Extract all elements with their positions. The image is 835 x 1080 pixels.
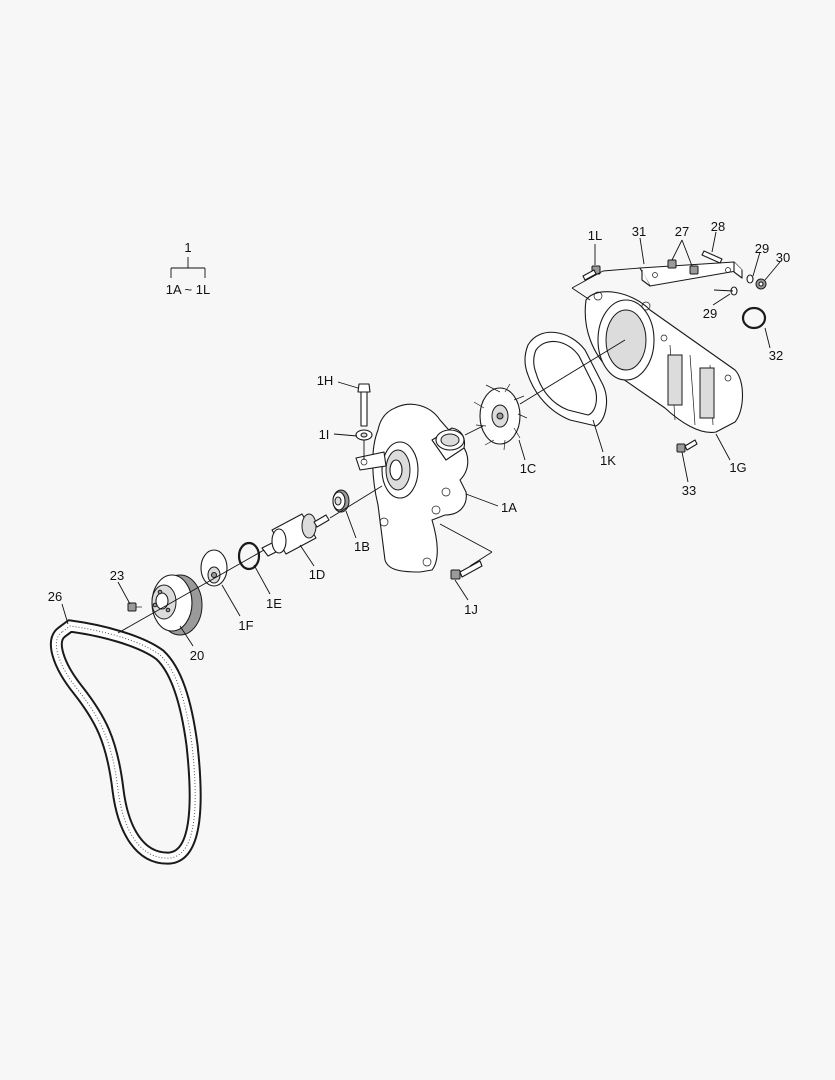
assembly-number: 1 [184, 240, 191, 255]
housing-bolt [357, 383, 371, 427]
label-28: 28 [711, 219, 725, 234]
leader-lines [61, 231, 781, 647]
label-1L: 1L [588, 228, 602, 243]
cover-top-bolt [582, 265, 601, 281]
label-27: 27 [675, 224, 689, 239]
assembly-range: 1A ~ 1L [166, 282, 210, 297]
label-1J: 1J [464, 602, 478, 617]
assembly-axis [117, 267, 734, 634]
seal [332, 489, 350, 513]
label-29-upper: 29 [755, 241, 769, 256]
label-1E: 1E [266, 596, 282, 611]
label-33: 33 [682, 483, 696, 498]
label-1K: 1K [600, 453, 616, 468]
label-1B: 1B [354, 539, 370, 554]
housing-side-bolt [450, 560, 483, 580]
drive-belt [49, 619, 202, 865]
label-1I: 1I [319, 427, 330, 442]
pulley-bolt [127, 602, 142, 612]
stud [701, 250, 723, 264]
hub-flange [200, 549, 228, 587]
label-1C: 1C [520, 461, 537, 476]
label-1G: 1G [729, 460, 746, 475]
label-32: 32 [769, 348, 783, 363]
nut [755, 278, 767, 290]
o-ring [741, 306, 767, 330]
cover-plate [584, 291, 744, 433]
label-23: 23 [110, 568, 124, 583]
shaft-bearing [261, 513, 330, 557]
washer-upper [746, 274, 754, 284]
label-30: 30 [776, 250, 790, 265]
assembly-legend: 1 1A ~ 1L [166, 240, 210, 297]
label-29-lower: 29 [703, 306, 717, 321]
impeller [473, 383, 528, 451]
snap-ring [237, 541, 261, 571]
label-26: 26 [48, 589, 62, 604]
label-1H: 1H [317, 373, 334, 388]
part-labels: 1L 31 27 28 29 30 29 32 1H 1I 1C 1K 1G 3… [48, 219, 790, 663]
label-1D: 1D [309, 567, 326, 582]
housing-washer [355, 429, 373, 441]
cover-bottom-bolt [676, 439, 698, 453]
label-1A: 1A [501, 500, 517, 515]
pulley [151, 574, 203, 636]
label-31: 31 [632, 224, 646, 239]
label-1F: 1F [238, 618, 253, 633]
pump-gasket [524, 331, 608, 427]
pump-housing [355, 403, 469, 573]
label-20: 20 [190, 648, 204, 663]
